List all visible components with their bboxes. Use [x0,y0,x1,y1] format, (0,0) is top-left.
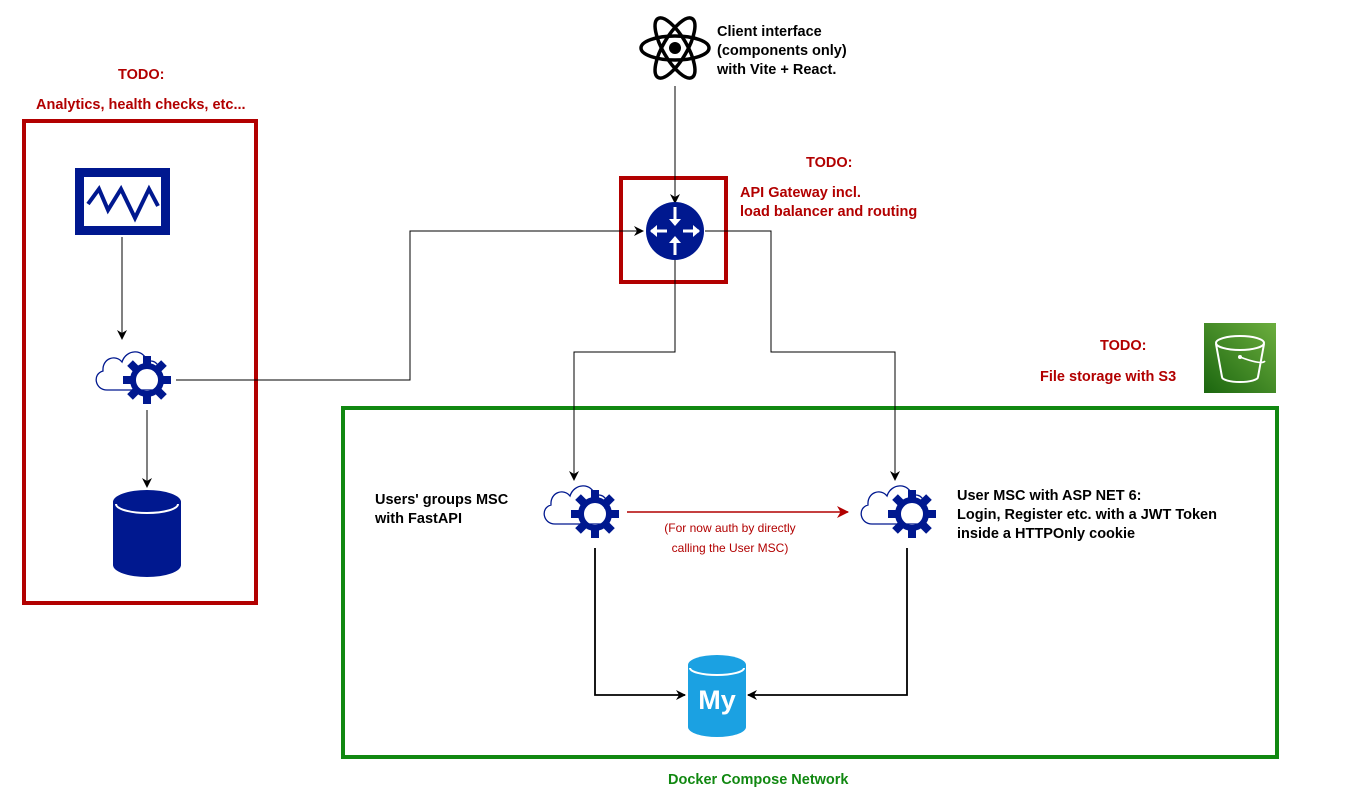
client-interface-label: Client interface (components only) with … [717,23,847,80]
analytics-to-gateway-arrow [176,226,644,381]
client-line: Client interface [717,24,822,40]
analytics-caption: Analytics, health checks, etc... [36,97,246,113]
user-msc-line: User MSC with ASP NET 6: [957,488,1142,504]
user-to-mysql-arrow [747,548,908,700]
cloud-gear-icon [860,485,936,538]
groups-line: with FastAPI [375,511,463,527]
user-msc-line: Login, Register etc. with a JWT Token [957,507,1217,523]
analytics-frame [22,119,258,605]
storage-caption: File storage with S3 [1040,369,1177,385]
gateway-line: load balancer and routing [740,204,918,220]
api-gateway-label: API Gateway incl. load balancer and rout… [740,184,917,222]
groups-to-mysql-arrow [594,548,686,700]
docker-network-caption: Docker Compose Network [668,772,849,788]
mysql-database-icon: My [688,655,746,737]
user-msc-line: inside a HTTPOnly cookie [957,526,1136,542]
docker-network-frame [341,406,1279,759]
cloud-gear-icon [543,485,619,538]
monitor-graph-icon [75,168,170,235]
analytics-todo-label: TODO: [118,67,165,83]
gateway-frame [619,176,728,284]
user-msc-label: User MSC with ASP NET 6: Login, Register… [957,487,1217,544]
gateway-to-user-arrow [705,230,900,481]
client-line: with Vite + React. [717,62,837,78]
groups-line: Users' groups MSC [375,492,509,508]
client-line: (components only) [717,43,847,59]
react-atom-icon [639,16,711,80]
gateway-line: API Gateway incl. [740,185,861,201]
gateway-to-groups-arrow [569,258,676,481]
svg-text:My: My [698,685,736,715]
auth-note-line: calling the User MSC) [671,541,789,555]
storage-todo-label: TODO: [1100,338,1147,354]
auth-note-line: (For now auth by directly [664,521,796,535]
auth-note-label: (For now auth by directly calling the Us… [640,518,820,558]
database-cylinder-icon [113,490,181,577]
cloud-gear-icon [95,351,171,404]
gateway-todo-label: TODO: [806,155,853,171]
s3-bucket-icon [1204,323,1276,393]
groups-msc-label: Users' groups MSC with FastAPI [375,491,508,529]
router-icon [646,202,704,260]
